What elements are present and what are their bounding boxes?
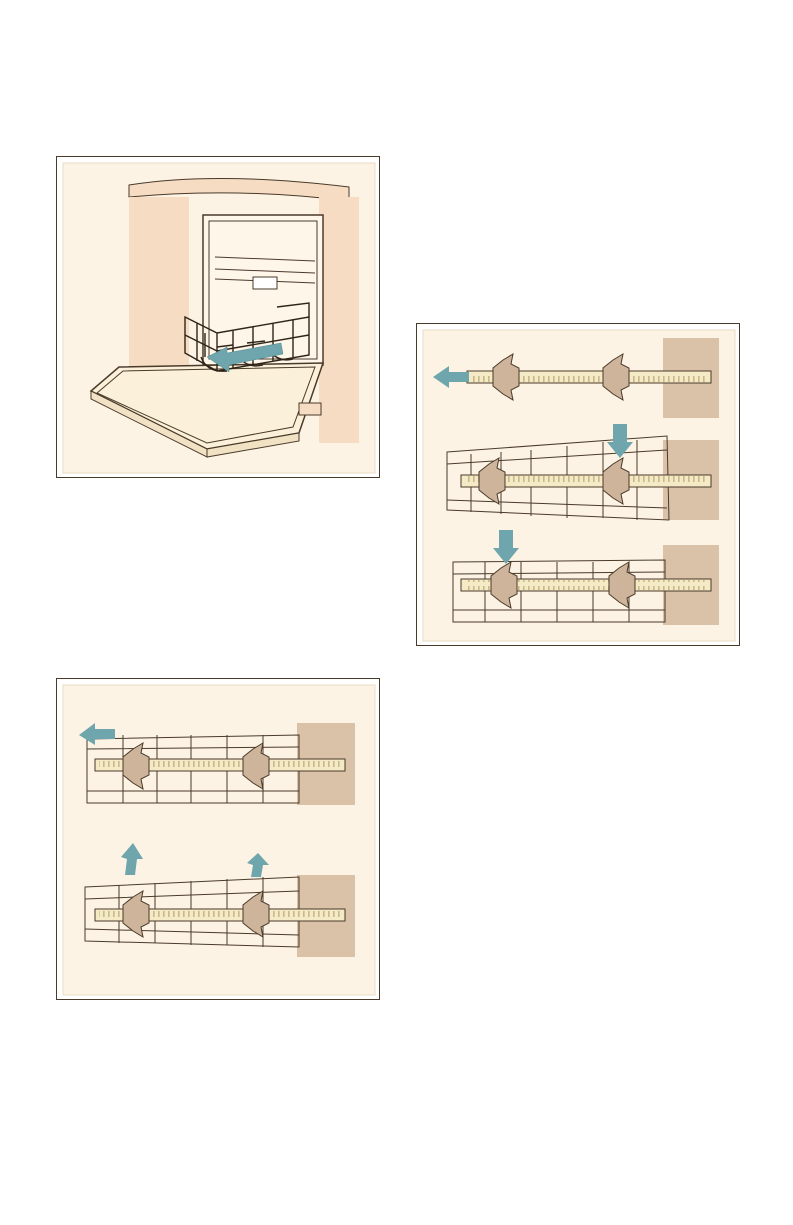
figure-dishwasher-open	[56, 156, 380, 478]
cabinet-right	[319, 197, 359, 443]
figure-rack-removal-steps	[56, 678, 380, 1000]
figure-rack-install-steps	[416, 323, 740, 646]
cabinet-left	[129, 197, 189, 372]
